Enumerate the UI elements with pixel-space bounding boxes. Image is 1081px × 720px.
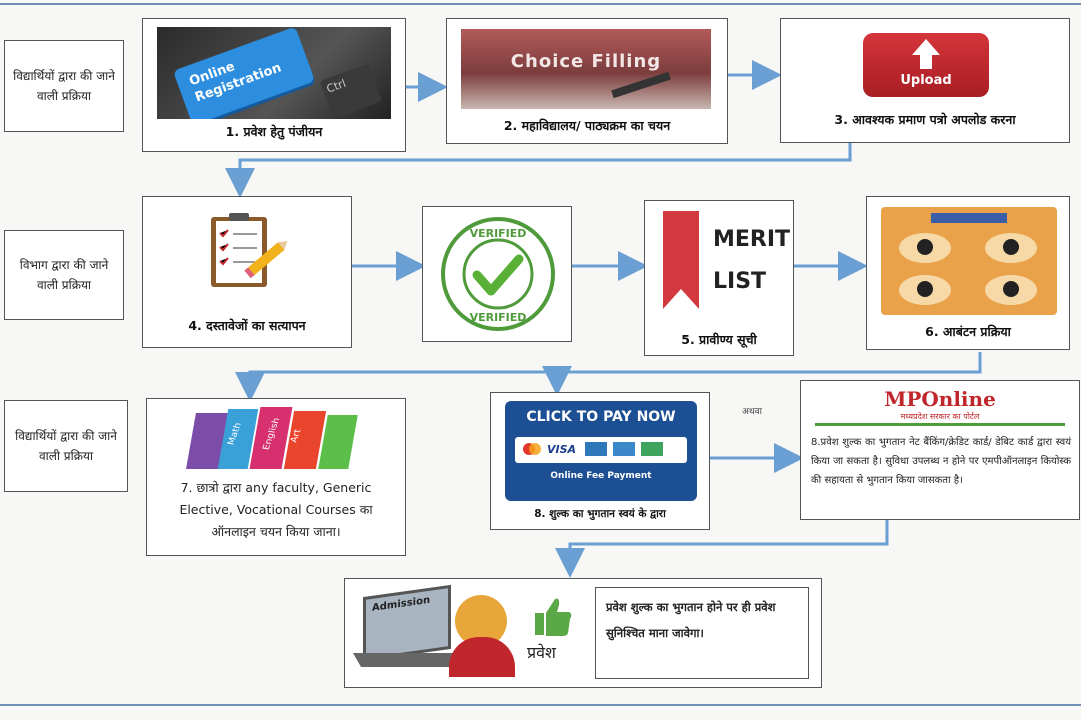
step-8-self-payment: CLICK TO PAY NOW VISA Online Fee Payment… xyxy=(490,392,710,530)
or-label: अथवा xyxy=(742,404,762,417)
step-8-caption: 8. शुल्क का भुगतान स्वयं के द्वारा xyxy=(491,507,709,521)
step-5-merit-list: MERIT LIST 5. प्रावीण्य सूची xyxy=(644,200,794,356)
allotment-board xyxy=(931,213,1007,223)
step-2-caption: 2. महाविद्यालय/ पाठ्यक्रम का चयन xyxy=(447,117,727,134)
keyboard-image: Online Registration Ctrl xyxy=(157,27,391,119)
book-green xyxy=(318,415,358,469)
laptop-keyboard xyxy=(353,653,461,667)
final-admission: Admission प्रवेश प्रवेश शुल्क का भुगतान … xyxy=(344,578,822,688)
step-3-upload: Upload 3. आवश्यक प्रमाण पत्रो अपलोड करना xyxy=(780,18,1070,143)
pay-now-banner: CLICK TO PAY NOW VISA Online Fee Payment xyxy=(505,401,697,501)
step-4-verification: 4. दस्तावेजों का सत्यापन xyxy=(142,196,352,348)
verified-top-text: VERIFIED xyxy=(470,227,527,240)
mastercard-icon-2 xyxy=(529,443,541,455)
step-1-registration: Online Registration Ctrl 1. प्रवेश हेतु … xyxy=(142,18,406,152)
person-1 xyxy=(917,239,933,255)
ribbon-icon xyxy=(659,211,703,311)
step-7-caption: 7. छात्रो द्वारा any faculty, Generic El… xyxy=(165,477,387,543)
laptop-screen: Admission xyxy=(363,585,451,661)
final-note: प्रवेश शुल्क का भुगतान होने पर ही प्रवेश… xyxy=(595,587,809,679)
step-6-caption: 6. आबंटन प्रक्रिया xyxy=(867,323,1069,340)
card-strip: VISA xyxy=(515,437,687,463)
pen-shape xyxy=(611,72,671,98)
mponline-subtitle: मध्यप्रदेश सरकार का पोर्टल xyxy=(801,411,1079,422)
step-6-allotment: 6. आबंटन प्रक्रिया xyxy=(866,196,1070,350)
choice-filling-text: Choice Filling xyxy=(461,51,711,72)
list-word: LIST xyxy=(713,261,790,303)
step-2-choice: Choice Filling 2. महाविद्यालय/ पाठ्यक्रम… xyxy=(446,18,728,144)
card-icon-5 xyxy=(641,442,663,456)
upload-arrow-stem xyxy=(920,55,932,69)
online-fee-payment-text: Online Fee Payment xyxy=(505,471,697,481)
step-7-online-selection: Math English Art 7. छात्रो द्वारा any fa… xyxy=(146,398,406,556)
amex-icon xyxy=(585,442,607,456)
step-8-mponline: MPOnline मध्यप्रदेश सरकार का पोर्टल 8.प्… xyxy=(800,380,1080,520)
mponline-underline xyxy=(815,423,1065,426)
step-3-caption: 3. आवश्यक प्रमाण पत्रो अपलोड करना xyxy=(781,111,1069,128)
person-2 xyxy=(1003,239,1019,255)
admission-screen-text: Admission xyxy=(372,595,430,614)
click-to-pay-text: CLICK TO PAY NOW xyxy=(505,409,697,425)
merit-list-text: MERIT LIST xyxy=(713,219,790,303)
step-1-caption: 1. प्रवेश हेतु पंजीयन xyxy=(143,123,405,140)
upload-arrow-head xyxy=(912,39,940,55)
ctrl-key: Ctrl xyxy=(320,63,383,118)
verified-bottom-text: VERIFIED xyxy=(470,311,527,324)
upload-icon: Upload xyxy=(863,33,989,97)
books-image: Math English Art xyxy=(191,407,357,469)
allotment-image xyxy=(881,207,1057,315)
mponline-text: 8.प्रवेश शुल्क का भुगतान नेट बैंकिंग/क्र… xyxy=(811,433,1071,490)
side-label-students-2: विद्यार्थियों द्वारा की जाने वाली प्रक्र… xyxy=(4,400,128,492)
upload-label: Upload xyxy=(863,73,989,88)
student-body xyxy=(449,637,515,677)
checklist-pencil-icon xyxy=(205,211,295,295)
registration-key: Online Registration xyxy=(173,27,315,119)
card-icon-4 xyxy=(613,442,635,456)
person-3 xyxy=(917,281,933,297)
verified-stamp-icon: VERIFIED VERIFIED xyxy=(439,215,557,333)
verified-box: VERIFIED VERIFIED xyxy=(422,206,572,342)
admission-laptop-image: Admission xyxy=(357,587,521,681)
side-label-department: विभाग द्वारा की जाने वाली प्रक्रिया xyxy=(4,230,124,320)
step-5-caption: 5. प्रावीण्य सूची xyxy=(645,331,793,348)
choice-filling-image: Choice Filling xyxy=(461,29,711,109)
side-label-students-1: विद्यार्थियों द्वारा की जाने वाली प्रक्र… xyxy=(4,40,124,132)
person-4 xyxy=(1003,281,1019,297)
admission-label: प्रवेश xyxy=(527,641,556,663)
thumbs-up-icon xyxy=(533,595,573,639)
mponline-logo: MPOnline xyxy=(801,387,1079,411)
merit-word: MERIT xyxy=(713,219,790,261)
step-4-caption: 4. दस्तावेजों का सत्यापन xyxy=(143,317,351,334)
visa-icon: VISA xyxy=(547,443,576,456)
